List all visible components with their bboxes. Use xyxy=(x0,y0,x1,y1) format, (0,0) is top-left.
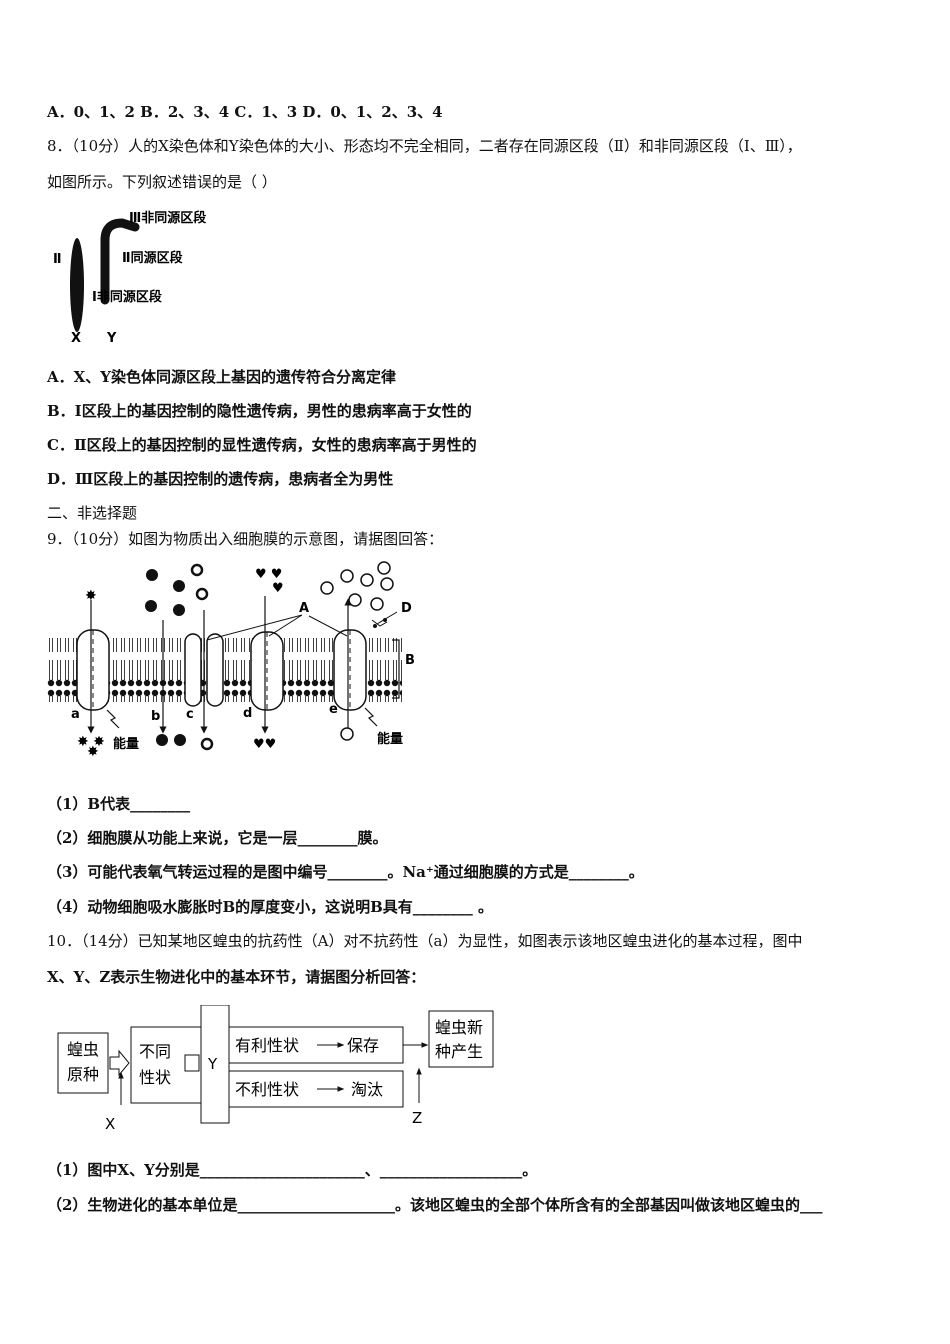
locust-evolution-diagram: 蝗虫 原种 不同 性状 X Y 有利性状 保存 不利性状 淘汰 蝗虫新 种产生 … xyxy=(57,1005,494,1133)
selection-bar xyxy=(200,1005,230,1124)
svg-text:原种: 原种 xyxy=(67,1065,99,1084)
label-y-selection: Y xyxy=(207,1055,218,1073)
label-x: X xyxy=(71,331,81,345)
svg-text:保存: 保存 xyxy=(347,1036,379,1055)
q9-stem: 9．（10分）如图为物质出入细胞膜的示意图，请据图回答： xyxy=(47,530,444,548)
q10-part1: （1）图中X、Y分别是______________________、______… xyxy=(47,1161,538,1179)
q9-part3: （3）可能代表氧气转运过程的是图中编号________。Na⁺通过细胞膜的方式是… xyxy=(47,863,644,881)
label-i-nonhomologous: Ⅰ非同源区段 xyxy=(92,289,162,305)
label-iii-nonhomologous: Ⅲ非同源区段 xyxy=(129,210,206,226)
y-chromosome xyxy=(100,218,140,305)
q10-stem-line1: 10．（14分）已知某地区蝗虫的抗药性（A）对不抗药性（a）为显性，如图表示该地… xyxy=(47,932,803,950)
label-b-lower: b xyxy=(151,709,160,724)
favorable-trait-box xyxy=(228,1026,404,1064)
svg-text:淘汰: 淘汰 xyxy=(351,1080,383,1099)
q8-option-b: B．Ⅰ区段上的基因控制的隐性遗传病，男性的患病率高于女性的 xyxy=(47,402,472,420)
channel-protein-right xyxy=(206,633,224,707)
hollow-arrow xyxy=(109,1049,130,1077)
label-a-proteins: A xyxy=(299,601,309,616)
label-energy-left: 能量 xyxy=(113,736,139,752)
label-x-input: X xyxy=(105,1115,115,1133)
svg-text:✸: ✸ xyxy=(87,744,99,760)
label-c: c xyxy=(186,707,194,722)
original-species-box xyxy=(57,1032,109,1094)
new-species-box xyxy=(428,1010,494,1068)
q9-part2: （2）细胞膜从功能上来说，它是一层________膜。 xyxy=(47,829,388,847)
label-d-lower: d xyxy=(243,706,252,721)
q7-options: A．0、1、2 B．2、3、4 C．1、3 D．0、1、2、3、4 xyxy=(47,103,443,121)
label-b: B xyxy=(405,653,415,668)
q8-option-c: C．Ⅱ区段上的基因控制的显性遗传病，女性的患病率高于男性的 xyxy=(47,436,477,454)
label-a: a xyxy=(71,707,80,722)
xy-chromosome-figure: Ⅲ非同源区段 Ⅱ Ⅱ同源区段 Ⅰ非同源区段 X Y xyxy=(53,210,206,345)
svg-text:♥: ♥ xyxy=(272,581,284,596)
channel-protein-left xyxy=(184,633,202,707)
svg-text:蝗虫: 蝗虫 xyxy=(67,1040,99,1059)
svg-text:蝗虫新: 蝗虫新 xyxy=(435,1018,483,1037)
svg-text:种产生: 种产生 xyxy=(435,1042,483,1061)
q10-part2: （2）生物进化的基本单位是_____________________。该地区蝗虫… xyxy=(47,1196,823,1214)
svg-text:♥♥: ♥♥ xyxy=(253,737,276,752)
svg-text:不利性状: 不利性状 xyxy=(235,1080,299,1099)
q8-option-a: A．X、Y染色体同源区段上基因的遗传符合分离定律 xyxy=(47,368,396,386)
heart-molecules-top: ♥ ♥ xyxy=(255,567,282,582)
q8-option-d: D．Ⅲ区段上的基因控制的遗传病，患病者全为男性 xyxy=(47,470,394,488)
q8-stem-line1: 8．（10分）人的X染色体和Y染色体的大小、形态均不完全相同，二者存在同源区段（… xyxy=(47,137,802,155)
x-chromosome xyxy=(70,238,84,332)
label-ii-homologous: Ⅱ同源区段 xyxy=(122,250,183,266)
svg-text:有利性状: 有利性状 xyxy=(235,1036,299,1055)
q9-part1: （1）B代表________ xyxy=(47,795,191,813)
label-ii-left: Ⅱ xyxy=(53,252,62,267)
svg-text:性状: 性状 xyxy=(139,1068,171,1087)
label-y: Y xyxy=(106,331,117,345)
label-energy-right: 能量 xyxy=(377,731,403,747)
q8-stem-line2: 如图所示。下列叙述错误的是（ ） xyxy=(47,173,277,191)
svg-text:✸ ✸: ✸ ✸ xyxy=(77,734,105,750)
q10-stem-line2: X、Y、Z表示生物进化中的基本环节，请据图分析回答： xyxy=(47,968,426,986)
section-heading: 二、非选择题 xyxy=(47,504,138,522)
label-z-isolation: Z xyxy=(412,1109,422,1127)
q9-part4: （4）动物细胞吸水膨胀时B的厚度变小，这说明B具有________ 。 xyxy=(47,898,494,916)
label-e: e xyxy=(329,702,338,717)
unfavorable-trait-box xyxy=(228,1070,404,1108)
membrane-transport-figure: B A D ✸ ♥ ♥ ♥ ✸ ✸ ✸ ♥♥ a b c d e 能量 能量 xyxy=(47,561,415,760)
star-molecule-top: ✸ xyxy=(85,588,97,604)
label-d-glycoprotein: D xyxy=(401,601,412,616)
svg-text:不同: 不同 xyxy=(139,1042,171,1061)
